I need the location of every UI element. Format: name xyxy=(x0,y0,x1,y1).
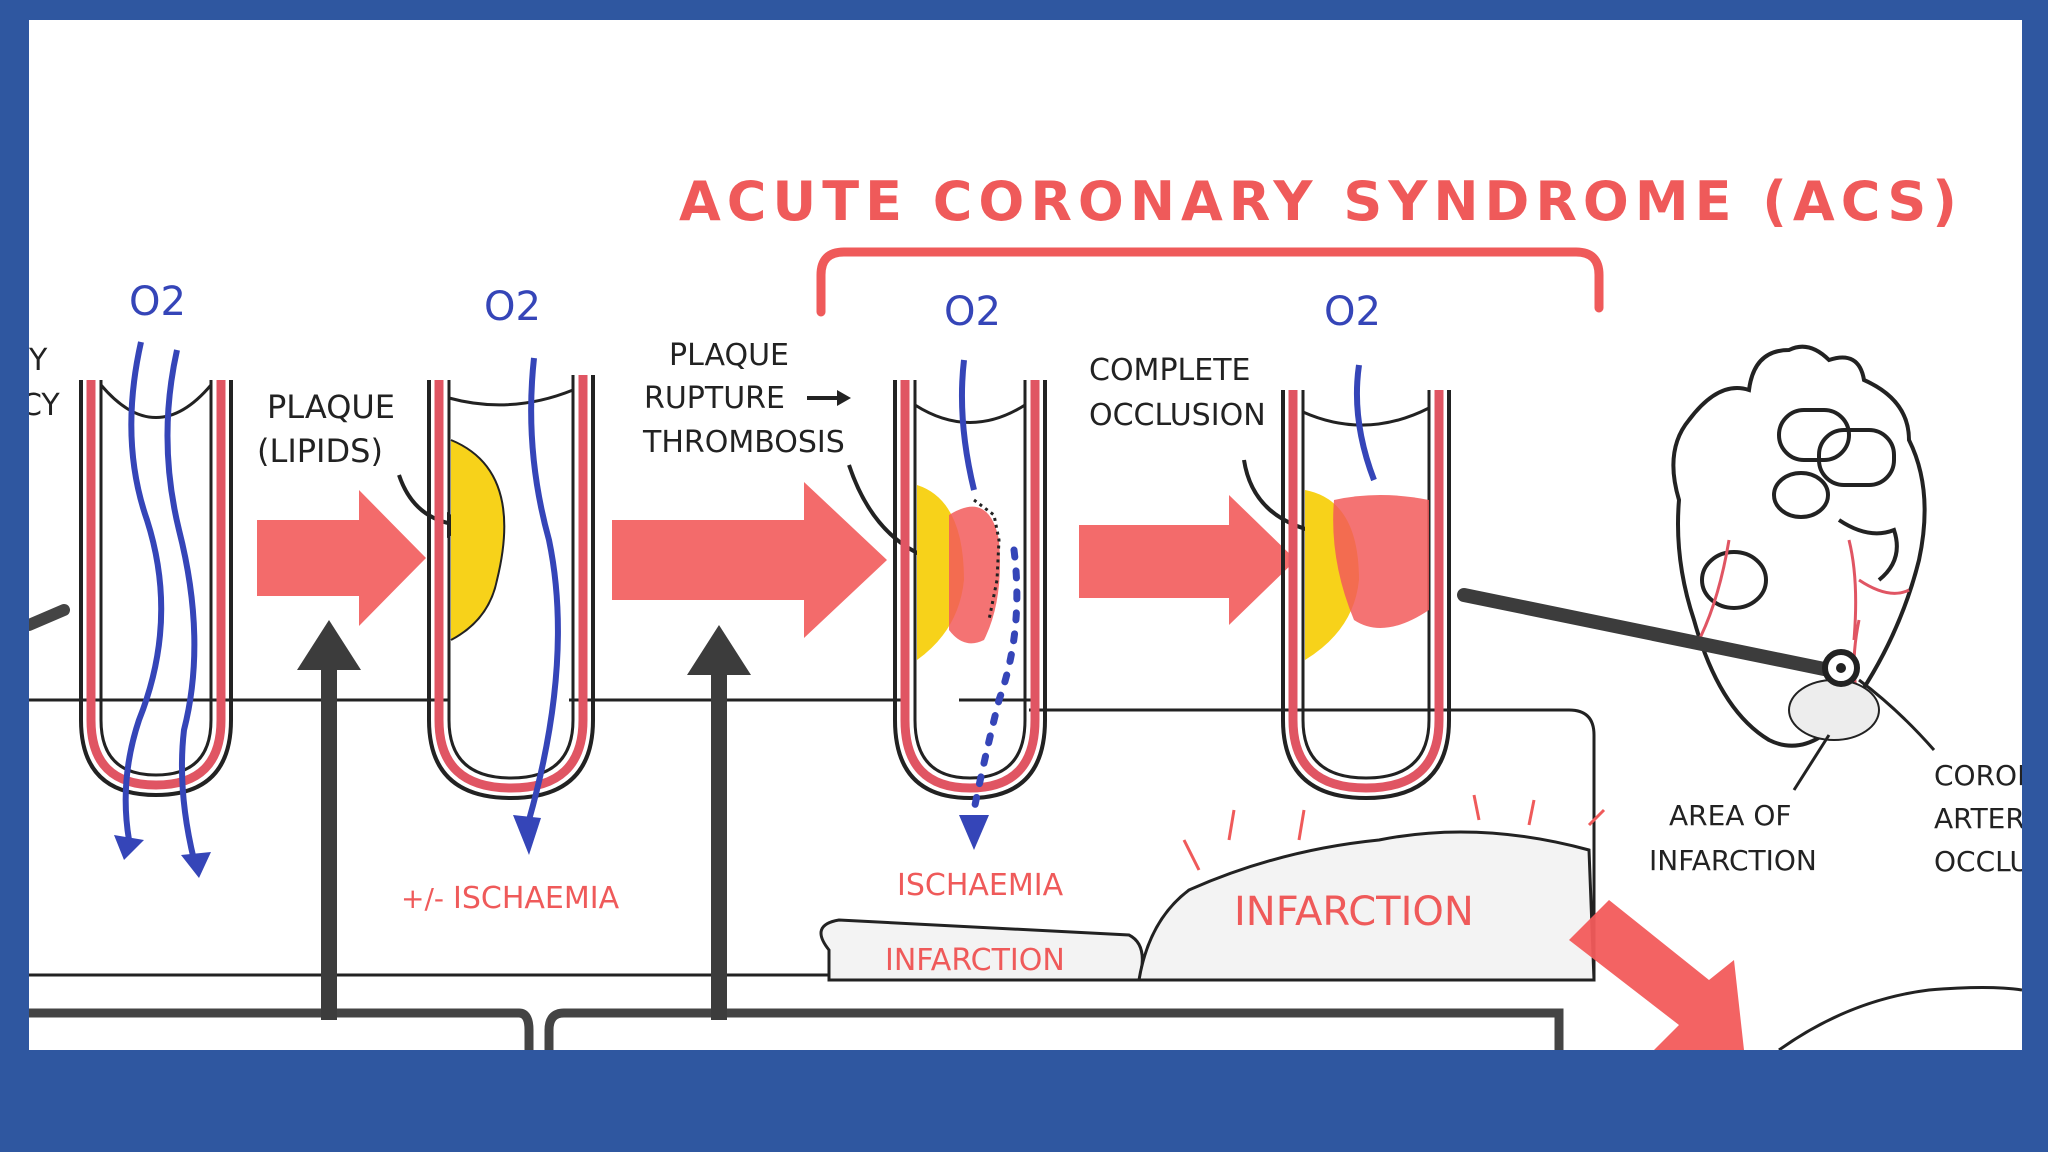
oxygen-arrowhead-1b xyxy=(181,852,211,878)
vessel-occlusion xyxy=(1281,390,1451,801)
oxygen-label-4: O2 xyxy=(1324,289,1381,335)
oxygen-label-1: O2 xyxy=(129,279,186,325)
area-infarction-label-line2: INFARCTION xyxy=(1649,844,1817,877)
oxygen-arrowhead-3 xyxy=(959,815,989,850)
oxygen-arrowhead-2 xyxy=(513,815,541,855)
infarction-small-zone xyxy=(819,918,1144,982)
vessel-healthy xyxy=(79,380,233,798)
occlusion-label-line1: COMPLETE xyxy=(1089,353,1250,388)
bottom-bracket-left xyxy=(29,1008,534,1050)
left-cut-label-1: Y xyxy=(29,343,48,378)
coronary-pointer xyxy=(1858,678,1936,751)
coronary-label-line1: CORON xyxy=(1934,759,2022,792)
rupture-label-line2: RUPTURE xyxy=(644,381,785,416)
pm-ischaemia-sign: +/- xyxy=(401,882,444,915)
rupture-inline-arrowhead xyxy=(837,390,851,406)
bottom-bracket-right xyxy=(544,1008,1564,1050)
area-infarction-pointer xyxy=(1792,734,1831,791)
coronary-label-line2: ARTER xyxy=(1934,802,2022,835)
plaque-label-line1: PLAQUE xyxy=(267,388,395,426)
coronary-arteries xyxy=(1697,539,1910,701)
thrombus-4 xyxy=(1333,495,1429,628)
area-of-infarction xyxy=(1788,679,1880,741)
oxygen-arrowhead-1a xyxy=(114,835,144,860)
rupture-label-line1: PLAQUE xyxy=(669,338,789,373)
support-arrowhead-2 xyxy=(687,625,751,675)
progress-arrow-1 xyxy=(257,490,426,626)
ischaemia-label: ISCHAEMIA xyxy=(897,868,1064,903)
progress-arrow-4 xyxy=(1569,900,1744,1050)
infarction-spread-arrows xyxy=(1182,794,1606,871)
acs-diagram: ACUTE CORONARY SYNDROME (ACS) Y CY O2 PL… xyxy=(29,170,2022,1050)
vessel-rupture xyxy=(893,380,1047,801)
coronary-label-line3: OCCLU xyxy=(1934,845,2022,878)
progress-arrow-2 xyxy=(612,482,887,638)
baseline xyxy=(29,698,1596,980)
infarction-small-label: INFARCTION xyxy=(885,943,1065,978)
left-stub-arrow xyxy=(29,604,70,631)
plaque-label-line2: (LIPIDS) xyxy=(257,432,383,470)
thrombus-3 xyxy=(949,506,1000,644)
infarction-large-label: INFARCTION xyxy=(1234,889,1474,935)
oxygen-label-3: O2 xyxy=(944,289,1001,335)
whiteboard: ACUTE CORONARY SYNDROME (ACS) Y CY O2 PL… xyxy=(29,20,2022,1050)
oxygen-label-2: O2 xyxy=(484,284,541,330)
occlusion-label-line2: OCCLUSION xyxy=(1089,398,1266,433)
area-infarction-label-line1: AREA OF xyxy=(1669,799,1792,832)
title-bracket xyxy=(816,247,1604,317)
progress-arrow-3 xyxy=(1079,495,1296,625)
rupture-label-line3: THROMBOSIS xyxy=(642,425,845,460)
pm-ischaemia-label: ISCHAEMIA xyxy=(453,881,620,916)
oxygen-flow-1a xyxy=(122,341,165,841)
vessel-plaque xyxy=(427,375,595,801)
oxygen-flow-2 xyxy=(526,357,561,821)
left-cut-label-2: CY xyxy=(29,388,60,423)
oxygen-flow-4 xyxy=(1353,364,1377,482)
infarction-large-zone xyxy=(1137,830,1596,982)
occlusion-pointer-line xyxy=(1457,588,1836,677)
support-arrowhead-1 xyxy=(297,620,361,670)
oxygen-flow-1b xyxy=(164,349,198,861)
next-panel-outline xyxy=(1778,986,2022,1050)
oxygen-flow-3-dotted xyxy=(970,546,1021,814)
plaque-lipid-2 xyxy=(451,440,505,640)
title: ACUTE CORONARY SYNDROME (ACS) xyxy=(679,170,1963,233)
heart-illustration xyxy=(1671,344,1927,748)
oxygen-flow-3 xyxy=(959,359,977,491)
